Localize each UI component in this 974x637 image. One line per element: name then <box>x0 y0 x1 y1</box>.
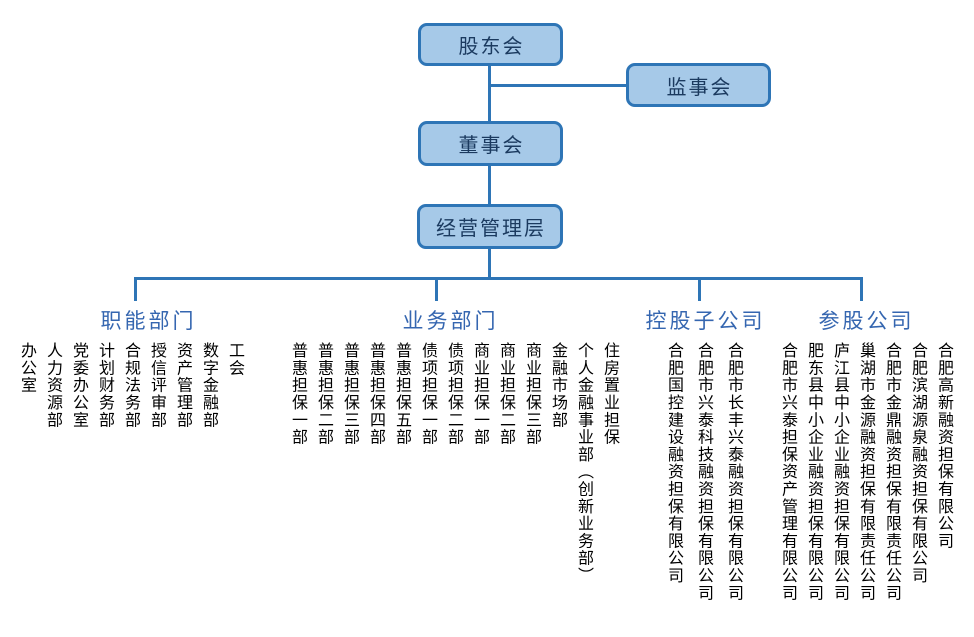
group-business-departments: 普惠担保一部普惠担保二部普惠担保三部普惠担保四部普惠担保五部债项担保一部债项担保… <box>288 342 618 584</box>
org-unit-item: 普惠担保三部 <box>341 342 358 446</box>
org-unit-item: 合肥市长丰兴泰融资担保有限公司 <box>725 342 742 602</box>
org-unit-item: 合肥市金鼎融资担保有限责任公司 <box>883 342 900 602</box>
org-unit-item: 合规法务部 <box>122 342 139 429</box>
org-unit-item: 个人金融事业部（创新业务部） <box>575 342 592 585</box>
org-unit-item: 巢湖市金源融资担保有限责任公司 <box>857 342 874 602</box>
org-unit-item: 债项担保一部 <box>419 342 436 446</box>
org-unit-item: 工会 <box>226 342 243 377</box>
connector-branch-bus <box>134 277 863 280</box>
org-unit-item: 合肥市兴泰科技融资担保有限公司 <box>695 342 712 602</box>
org-unit-item: 普惠担保一部 <box>289 342 306 446</box>
connector-drop-business <box>435 277 438 301</box>
node-management-level: 经营管理层 <box>417 204 563 249</box>
org-unit-item: 合肥国控建设融资担保有限公司 <box>665 342 682 585</box>
connector-management-trunk <box>488 247 491 280</box>
org-unit-item: 合肥高新融资担保有限公司 <box>935 342 952 550</box>
org-unit-item: 商业担保三部 <box>523 342 540 446</box>
org-unit-item: 合肥市兴泰担保资产管理有限公司 <box>779 342 796 602</box>
org-unit-item: 人力资源部 <box>44 342 61 429</box>
group-header-functional-departments: 职能部门 <box>100 310 197 333</box>
org-unit-item: 商业担保一部 <box>471 342 488 446</box>
org-unit-item: 资产管理部 <box>174 342 191 429</box>
group-header-business-departments: 业务部门 <box>402 310 499 333</box>
org-unit-item: 党委办公室 <box>70 342 87 429</box>
org-unit-item: 庐江县中小企业融资担保有限公司 <box>831 342 848 602</box>
org-unit-item: 授信评审部 <box>148 342 165 429</box>
org-unit-item: 计划财务部 <box>96 342 113 429</box>
org-unit-item: 住房置业担保 <box>601 342 618 446</box>
connector-supervisory-branch <box>490 84 627 87</box>
group-holding-subsidiaries: 合肥国控建设融资担保有限公司合肥市兴泰科技融资担保有限公司合肥市长丰兴泰融资担保… <box>664 342 742 602</box>
org-unit-item: 合肥滨湖源泉融资担保有限公司 <box>909 342 926 585</box>
connector-drop-equity <box>860 277 863 301</box>
connector-drop-holding <box>698 277 701 301</box>
group-header-holding-subsidiaries: 控股子公司 <box>645 310 766 333</box>
org-unit-item: 金融市场部 <box>549 342 566 429</box>
org-unit-item: 普惠担保五部 <box>393 342 410 446</box>
group-equity-companies: 合肥市兴泰担保资产管理有限公司肥东县中小企业融资担保有限公司庐江县中小企业融资担… <box>778 342 952 602</box>
org-unit-item: 数字金融部 <box>200 342 217 429</box>
node-board-of-directors: 董事会 <box>418 121 563 166</box>
group-header-equity-companies: 参股公司 <box>818 310 915 333</box>
org-unit-item: 普惠担保四部 <box>367 342 384 446</box>
org-unit-item: 肥东县中小企业融资担保有限公司 <box>805 342 822 602</box>
org-unit-item: 办公室 <box>18 342 35 394</box>
connector-shareholders-board <box>488 64 491 123</box>
org-unit-item: 债项担保二部 <box>445 342 462 446</box>
node-supervisory-board: 监事会 <box>626 63 771 107</box>
group-functional-departments: 办公室人力资源部党委办公室计划财务部合规法务部授信评审部资产管理部数字金融部工会 <box>17 342 243 429</box>
node-shareholders-meeting: 股东会 <box>418 23 563 66</box>
org-unit-item: 商业担保二部 <box>497 342 514 446</box>
connector-board-management <box>488 164 491 206</box>
org-unit-item: 普惠担保二部 <box>315 342 332 446</box>
connector-drop-functional <box>134 277 137 301</box>
